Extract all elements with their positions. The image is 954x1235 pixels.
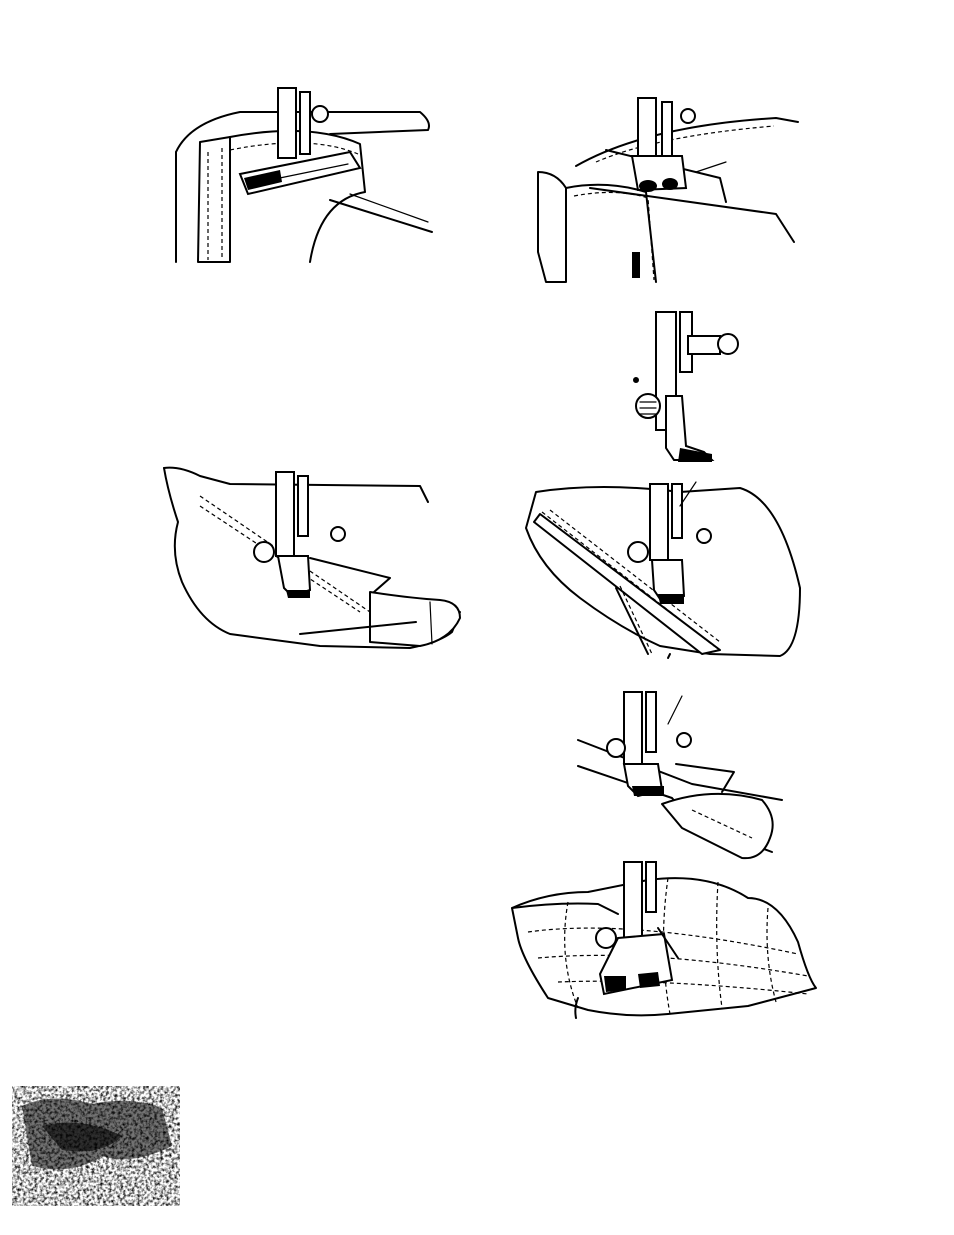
scan-smudge-icon (12, 1086, 180, 1206)
edge-stitch-corner-illustration (536, 92, 806, 284)
presser-foot-side-view-illustration (620, 308, 750, 472)
blind-hem-sewing-illustration (160, 462, 466, 658)
rolled-hem-sewing-illustration (572, 688, 792, 864)
quilting-grid-illustration (508, 858, 818, 1020)
zipper-foot-binding-illustration (170, 82, 440, 270)
cording-sewing-illustration (520, 478, 812, 662)
